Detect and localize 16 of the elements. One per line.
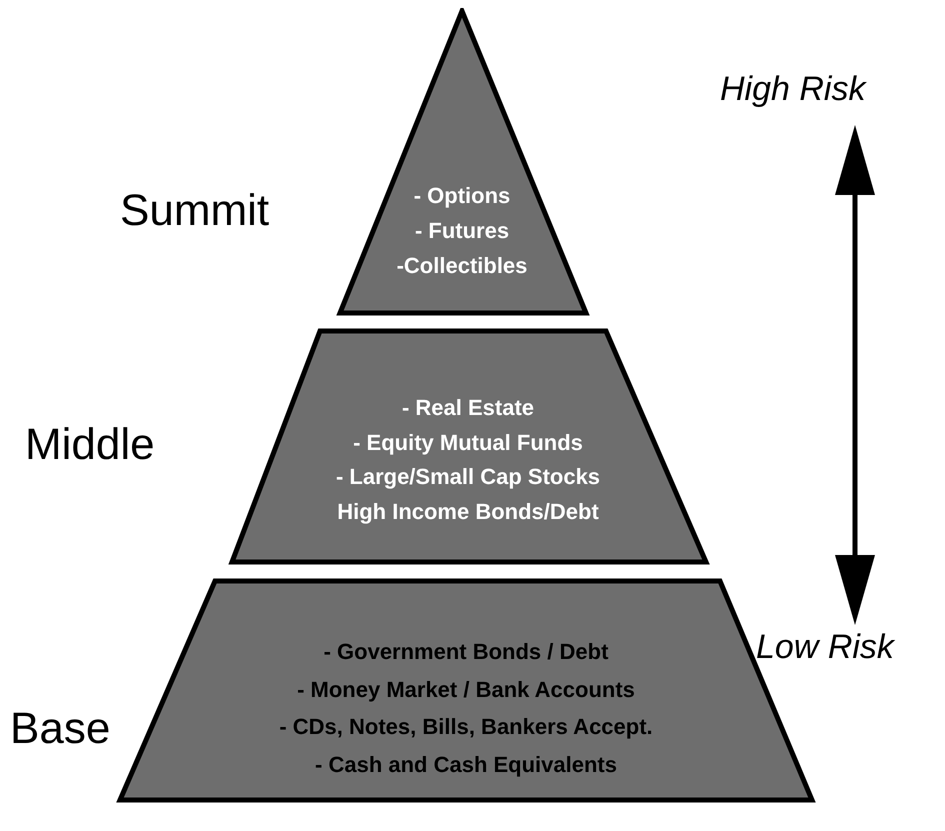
tier-item: -Collectibles (396, 252, 528, 280)
risk-label: Low Risk (756, 628, 894, 667)
tier-item: - Large/Small Cap Stocks (336, 463, 600, 491)
risk-label: High Risk (720, 70, 866, 109)
tier-item: - Real Estate (400, 394, 536, 422)
tier-item: - Cash and Cash Equivalents (314, 750, 618, 779)
tier-heading: Summit (120, 186, 270, 236)
tier-item: High Income Bonds/Debt (336, 498, 600, 526)
tier-item: - Equity Mutual Funds (352, 428, 584, 457)
tier-item: - Government Bonds / Debt (322, 638, 610, 666)
tier-heading: Middle (25, 420, 155, 470)
tier-item: - Futures (414, 217, 510, 245)
tier-heading: Base (10, 704, 110, 754)
tier-item: - Options (412, 182, 512, 210)
tier-item: - Money Market / Bank Accounts (296, 676, 636, 704)
tier-item: - CDs, Notes, Bills, Bankers Accept. (279, 713, 653, 741)
